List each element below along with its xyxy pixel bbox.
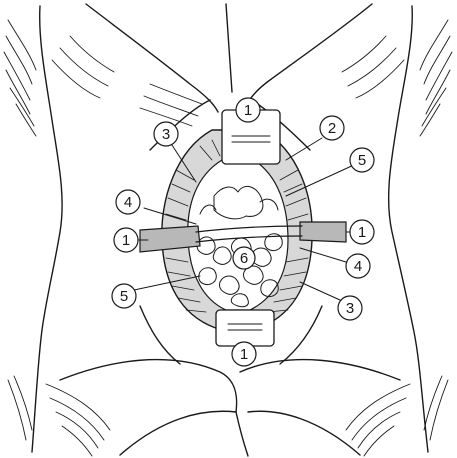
callout-label-text: 5: [120, 288, 128, 305]
callout-label-1-bottom: 1: [232, 342, 256, 366]
callout-label-text: 4: [354, 258, 362, 275]
callout-label-text: 1: [244, 102, 252, 119]
callout-label-4-left: 4: [116, 190, 140, 214]
callout-label-1-top: 1: [236, 98, 260, 122]
callout-label-text: 4: [124, 194, 132, 211]
callout-label-text: 3: [346, 300, 354, 317]
callout-label-text: 1: [122, 232, 130, 249]
callout-label-6: 6: [233, 247, 255, 269]
callout-label-4-right: 4: [346, 254, 370, 278]
callout-label-5-right: 5: [350, 148, 374, 172]
callout-label-text: 1: [358, 224, 366, 241]
callout-label-3-top: 3: [154, 122, 178, 146]
callout-label-text: 3: [162, 126, 170, 143]
callout-label-1-left: 1: [114, 228, 138, 252]
callout-label-text: 5: [358, 152, 366, 169]
callout-label-3-bottom: 3: [338, 296, 362, 320]
callout-label-2: 2: [320, 116, 344, 140]
callout-label-1-right: 1: [350, 220, 374, 244]
callout-label-text: 2: [328, 120, 336, 137]
callout-label-text: 6: [240, 250, 248, 267]
callout-label-5-left: 5: [112, 284, 136, 308]
callout-label-text: 1: [240, 346, 248, 363]
